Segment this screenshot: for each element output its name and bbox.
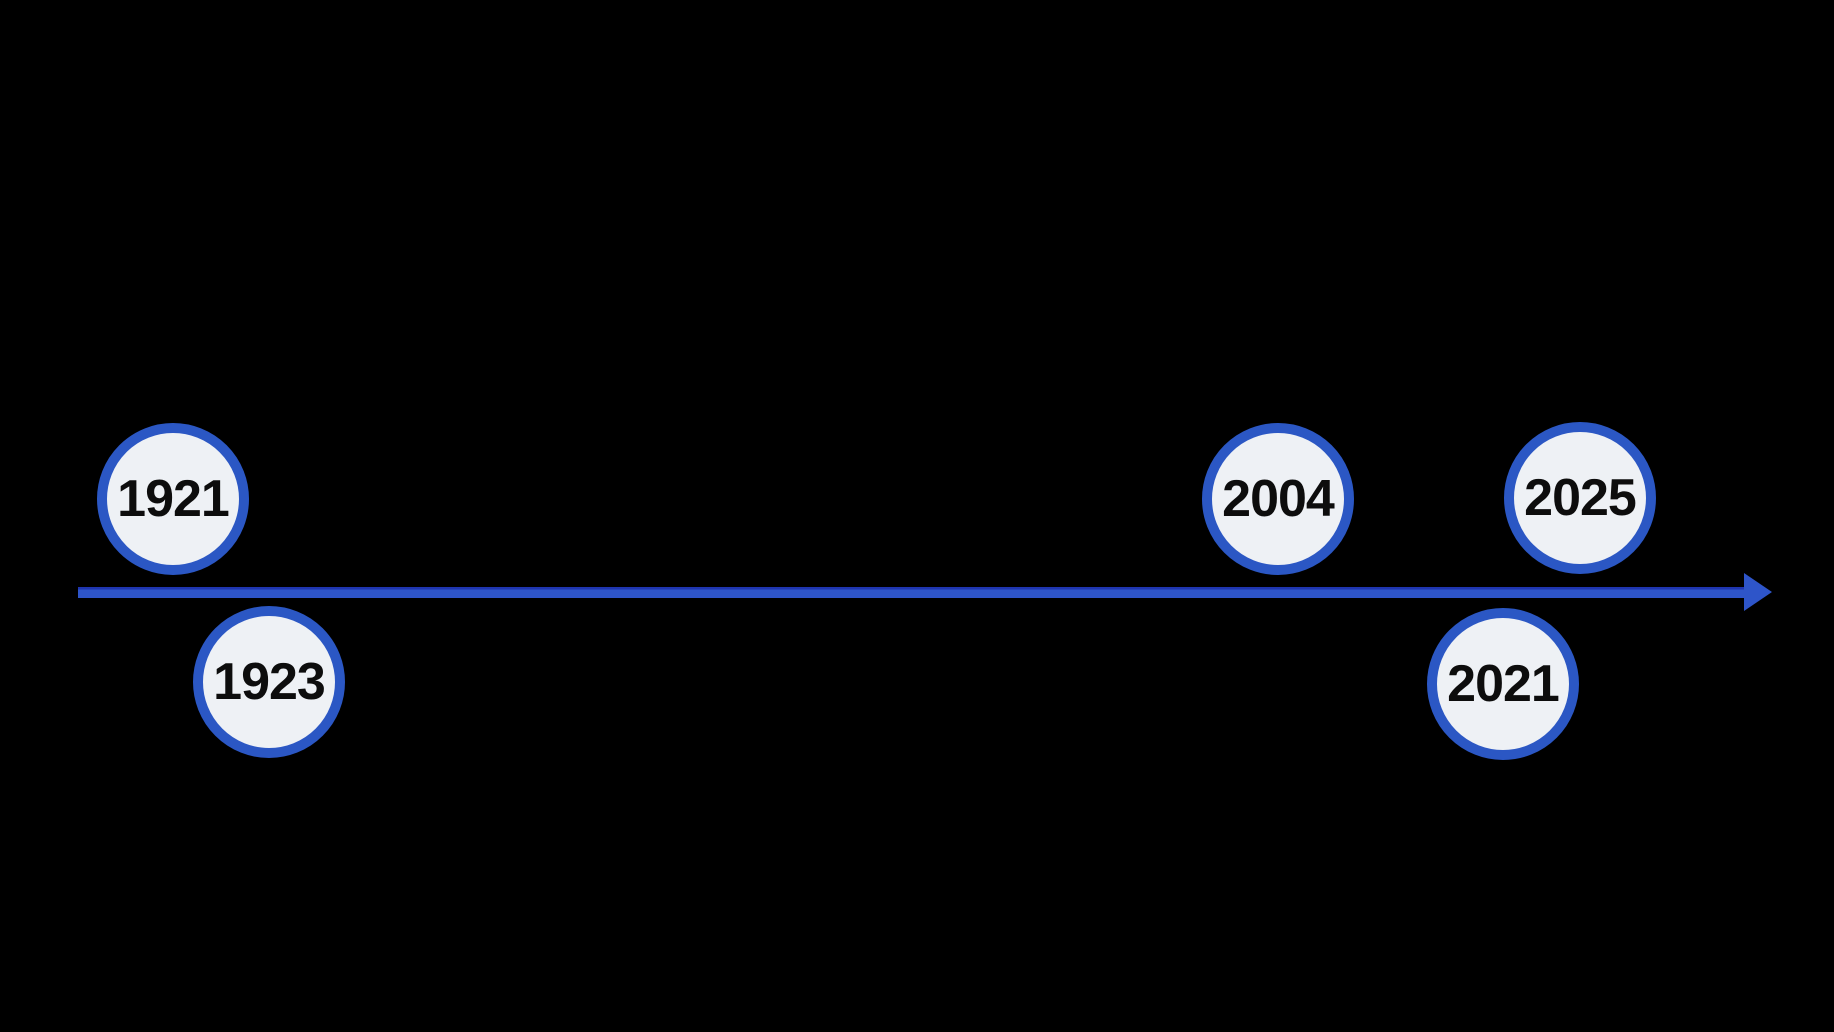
timeline-event-2021: 2021 [1427, 608, 1579, 760]
event-year-label: 2021 [1447, 655, 1560, 713]
arrow-right-icon [1744, 573, 1772, 611]
event-year-label: 2025 [1524, 469, 1637, 527]
timeline-axis-line [78, 587, 1746, 598]
event-year-label: 1923 [213, 653, 326, 711]
timeline-event-1921: 1921 [97, 423, 249, 575]
timeline-event-2025: 2025 [1504, 422, 1656, 574]
event-year-label: 2004 [1222, 470, 1335, 528]
timeline-event-2004: 2004 [1202, 423, 1354, 575]
event-year-label: 1921 [117, 470, 230, 528]
timeline-event-1923: 1923 [193, 606, 345, 758]
